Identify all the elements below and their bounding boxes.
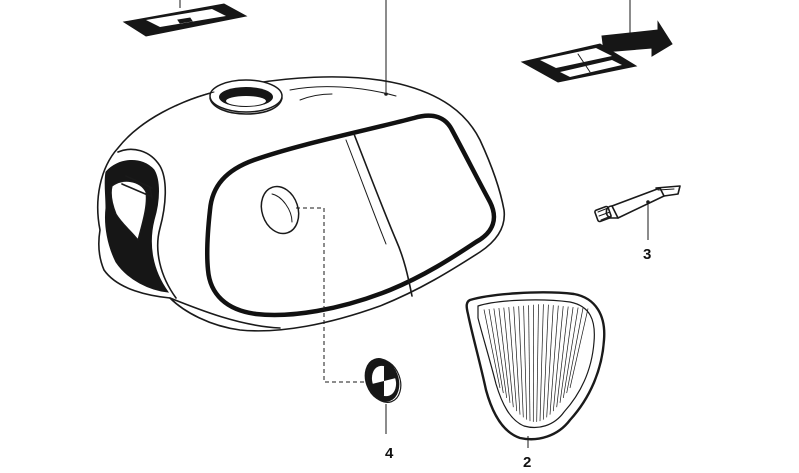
filler-neck-inner — [226, 96, 266, 106]
reflector-rib — [539, 304, 544, 422]
decal-top-left[interactable] — [122, 0, 248, 37]
part-label-4: 4 — [385, 445, 394, 462]
reflector-rib — [556, 306, 569, 408]
tube-body — [611, 187, 665, 219]
filler-neck-base — [209, 97, 283, 115]
reflector-rib — [523, 305, 528, 420]
reflector-rib — [483, 309, 501, 389]
tube-crimp-line — [657, 188, 675, 191]
emblem-recess-shade — [271, 193, 293, 223]
tube-cap-thread-2 — [598, 211, 611, 217]
arrow-sticker — [601, 20, 673, 57]
reflector-ribs — [483, 304, 589, 422]
tube[interactable]: 3 — [594, 185, 681, 263]
striped-sticker-band-1 — [540, 48, 612, 68]
mount-bracket — [121, 175, 153, 199]
striped-sticker-band-2 — [560, 60, 622, 77]
tank-crest-line — [289, 86, 397, 97]
knee-recess — [117, 148, 177, 299]
reflector[interactable]: 2 — [465, 291, 606, 471]
reflector-rib — [503, 307, 514, 408]
reflector-rib — [488, 308, 504, 394]
tube-cap-thread-1 — [597, 207, 609, 213]
emblem-leader — [296, 207, 368, 383]
reflector-rib — [566, 307, 584, 394]
tube-crimp — [655, 185, 681, 197]
reflector-lens — [477, 299, 595, 429]
reflector-rib — [552, 306, 564, 412]
emblem-recess — [260, 185, 300, 235]
reflector-rib — [528, 305, 531, 422]
emblem-quadrant-1 — [384, 366, 396, 381]
reflector-rib — [546, 305, 554, 418]
tank-crest-tick — [299, 93, 333, 101]
reflector-rib — [562, 307, 579, 399]
side-panel-pinstripe — [204, 113, 497, 318]
decal-top-left-mark — [177, 17, 193, 24]
reflector-outline — [465, 291, 606, 441]
reflector-rib — [542, 304, 549, 420]
tank-underside — [169, 297, 281, 329]
reflector-rib — [549, 305, 559, 415]
emblem[interactable]: 4 — [359, 354, 406, 462]
reflector-rib — [513, 306, 521, 415]
decal-top-left-stripe — [171, 9, 199, 15]
emblem-quadrant-2 — [372, 381, 384, 396]
reflector-rib — [493, 308, 508, 399]
tank-crest-line-left — [175, 91, 215, 107]
emblem-outer-ring — [366, 359, 402, 403]
reflector-rib — [559, 307, 574, 403]
decal-top-left-panel — [146, 9, 226, 27]
reflector-rib — [498, 308, 511, 403]
reflector-rib — [518, 306, 524, 418]
striped-sticker-divider — [577, 53, 591, 73]
knee-recess-highlight — [110, 180, 147, 242]
part-label-3: 3 — [643, 246, 651, 263]
tube-cap — [594, 205, 612, 223]
reflector-rib — [536, 304, 539, 422]
decal-top-right[interactable] — [520, 0, 673, 83]
fuel-tank[interactable] — [97, 0, 506, 332]
tank-outline — [97, 76, 506, 332]
knee-pad-seam — [353, 133, 413, 297]
emblem-leader-line — [296, 207, 368, 383]
reflector-rib — [569, 308, 589, 389]
reflector-rib — [508, 307, 518, 412]
tube-cap-thread-3 — [600, 215, 612, 221]
part-label-2: 2 — [523, 454, 531, 471]
knee-pad-seam-inner — [345, 139, 387, 245]
